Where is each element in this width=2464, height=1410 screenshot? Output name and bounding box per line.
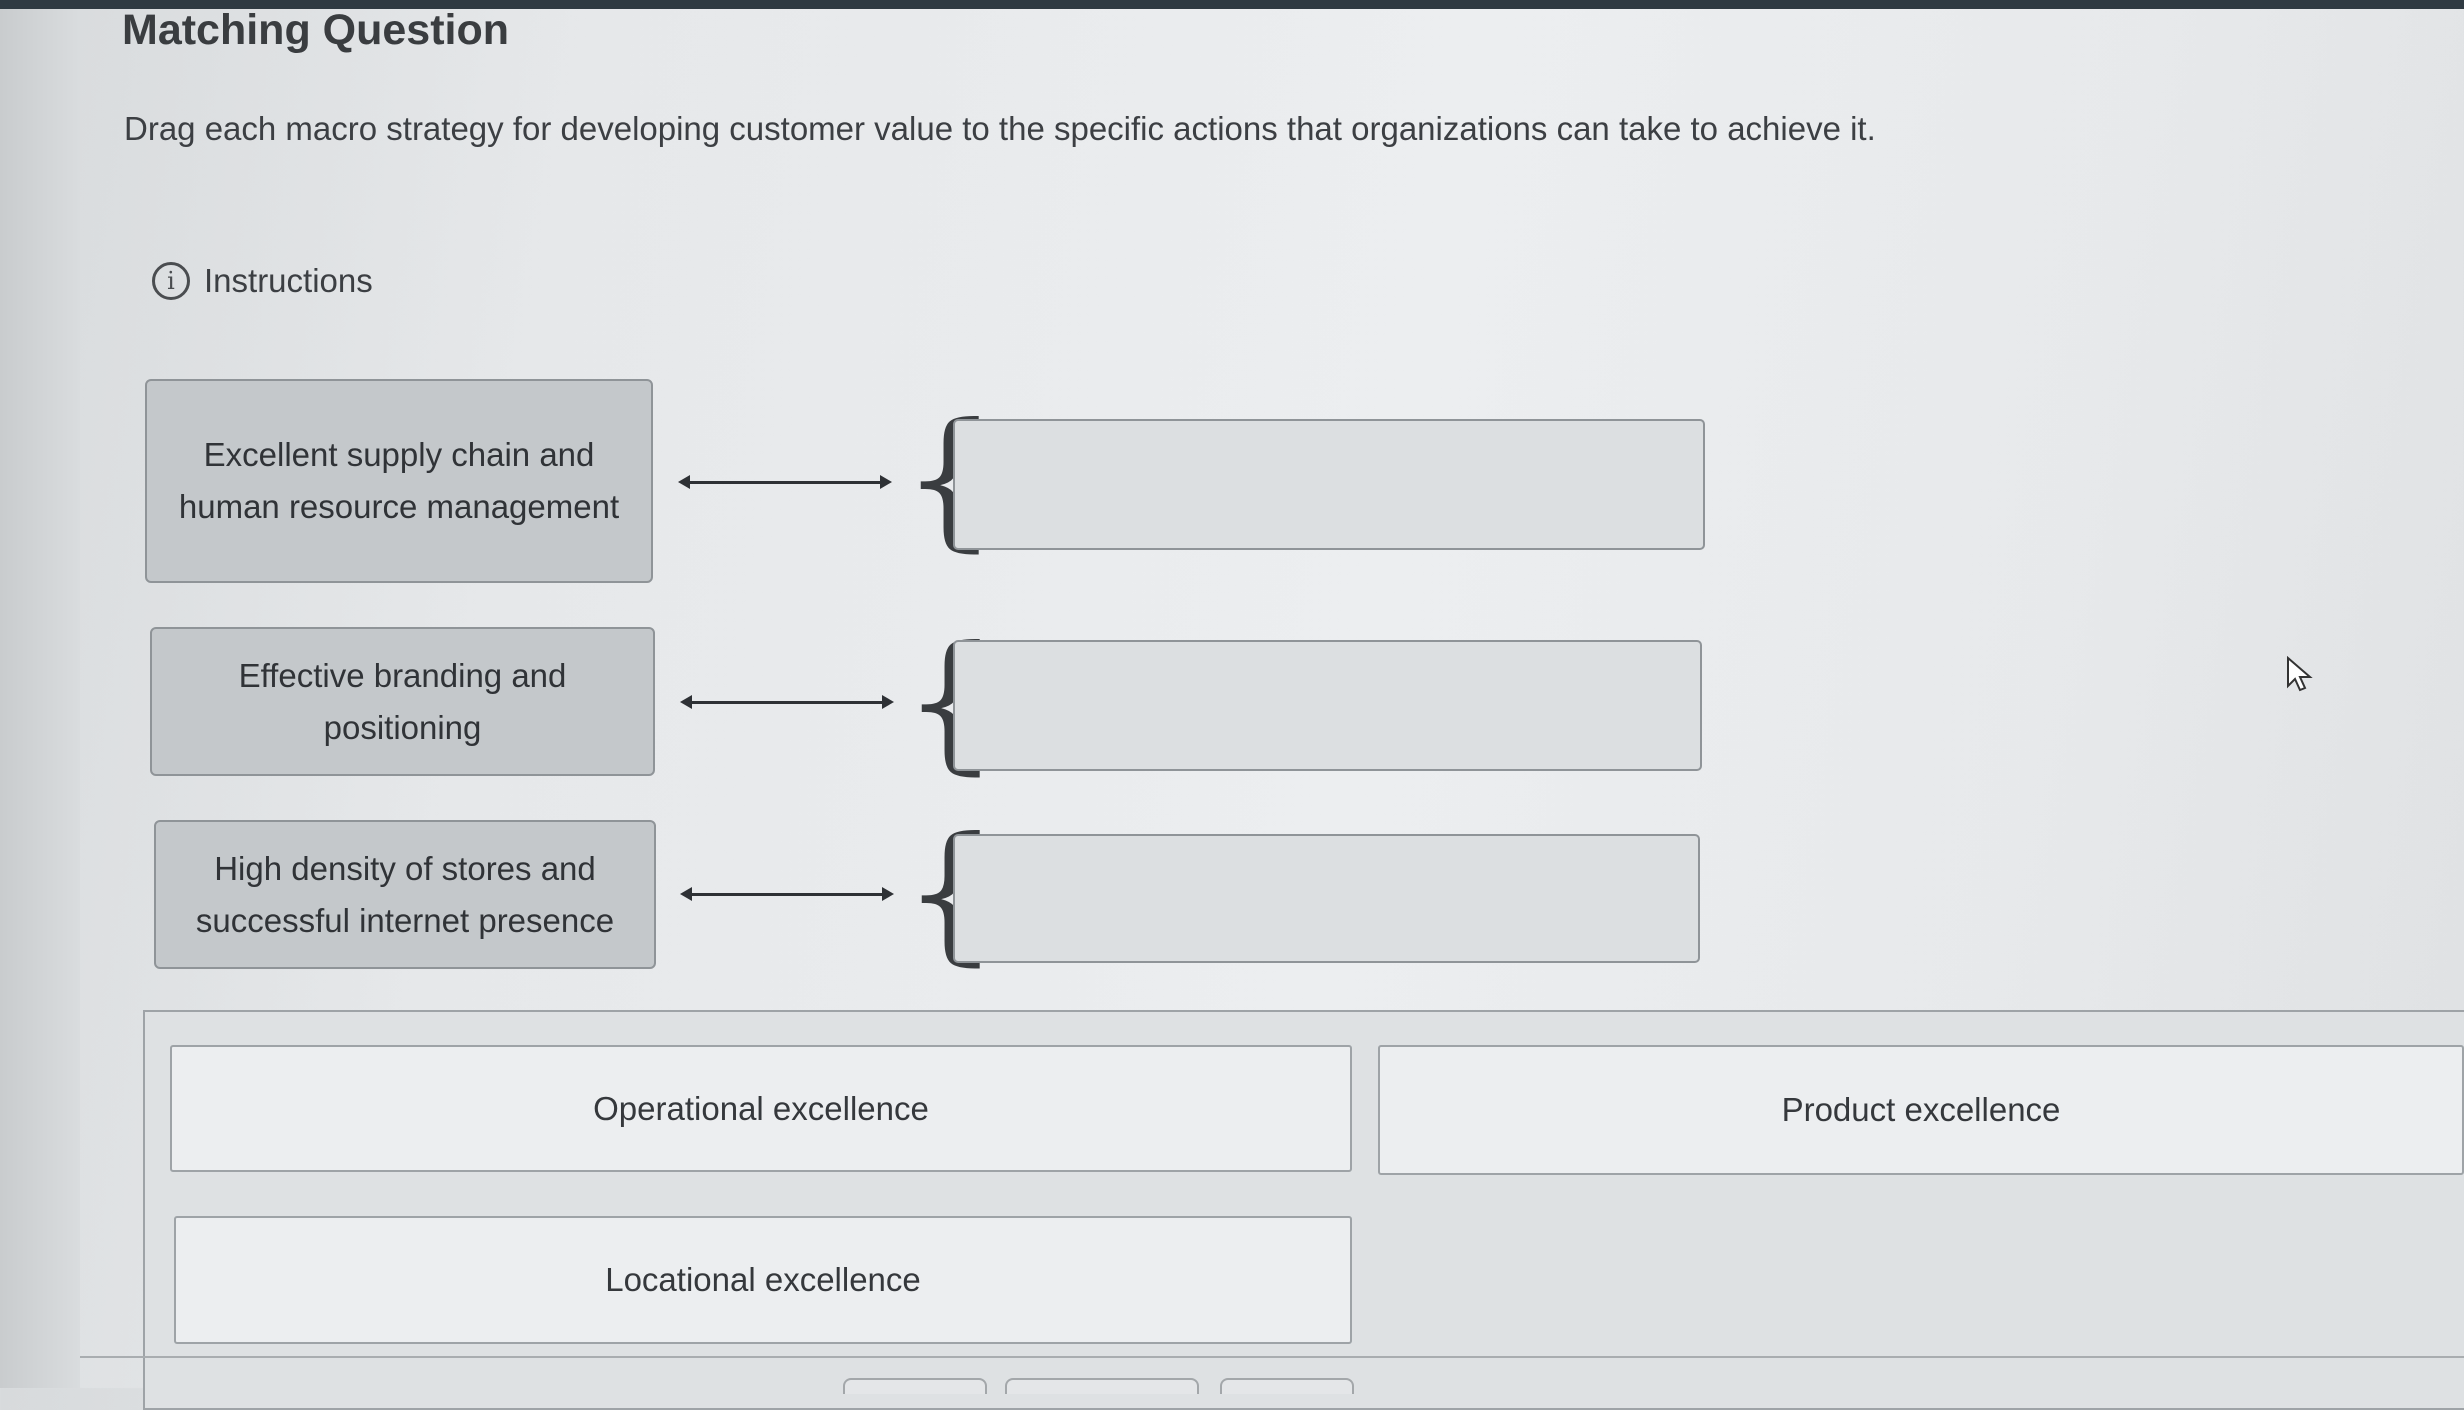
premise-1-label: Excellent supply chain and human resourc… <box>178 436 620 525</box>
premise-1: Excellent supply chain and human resourc… <box>145 379 653 583</box>
page-title: Matching Question <box>122 6 509 54</box>
drop-zone-2[interactable] <box>953 640 1702 771</box>
instructions-label: Instructions <box>204 262 373 299</box>
info-icon: i <box>152 262 190 300</box>
drop-zone-1[interactable] <box>953 419 1705 550</box>
nav-tab-2[interactable] <box>1005 1378 1199 1394</box>
match-arrow-1 <box>678 475 892 489</box>
match-arrow-2 <box>680 695 894 709</box>
choice-label: Product excellence <box>1781 1091 2061 1128</box>
premise-2: Effective branding and positioning <box>150 627 655 776</box>
premise-3-label: High density of stores and successful in… <box>195 849 615 939</box>
choice-label: Operational excellence <box>593 1089 929 1127</box>
top-bar <box>0 0 2464 9</box>
choice-product-excellence[interactable]: Product excellence <box>1378 1045 2464 1175</box>
choice-label: Locational excellence <box>605 1261 921 1298</box>
left-margin <box>0 9 80 1388</box>
choice-operational-excellence[interactable]: Operational excellence <box>170 1045 1352 1172</box>
drop-zone-3[interactable] <box>953 834 1700 963</box>
nav-tab-3[interactable] <box>1220 1378 1354 1394</box>
mouse-pointer-icon <box>2287 656 2313 692</box>
match-arrow-3 <box>680 887 894 901</box>
premise-3: High density of stores and successful in… <box>154 820 656 969</box>
nav-tab-1[interactable] <box>843 1378 987 1394</box>
question-prompt: Drag each macro strategy for developing … <box>124 110 1876 147</box>
choice-locational-excellence[interactable]: Locational excellence <box>174 1216 1352 1344</box>
premise-2-label: Effective branding and positioning <box>238 656 567 746</box>
instructions-toggle[interactable]: i Instructions <box>152 262 373 300</box>
divider <box>80 1356 2464 1358</box>
